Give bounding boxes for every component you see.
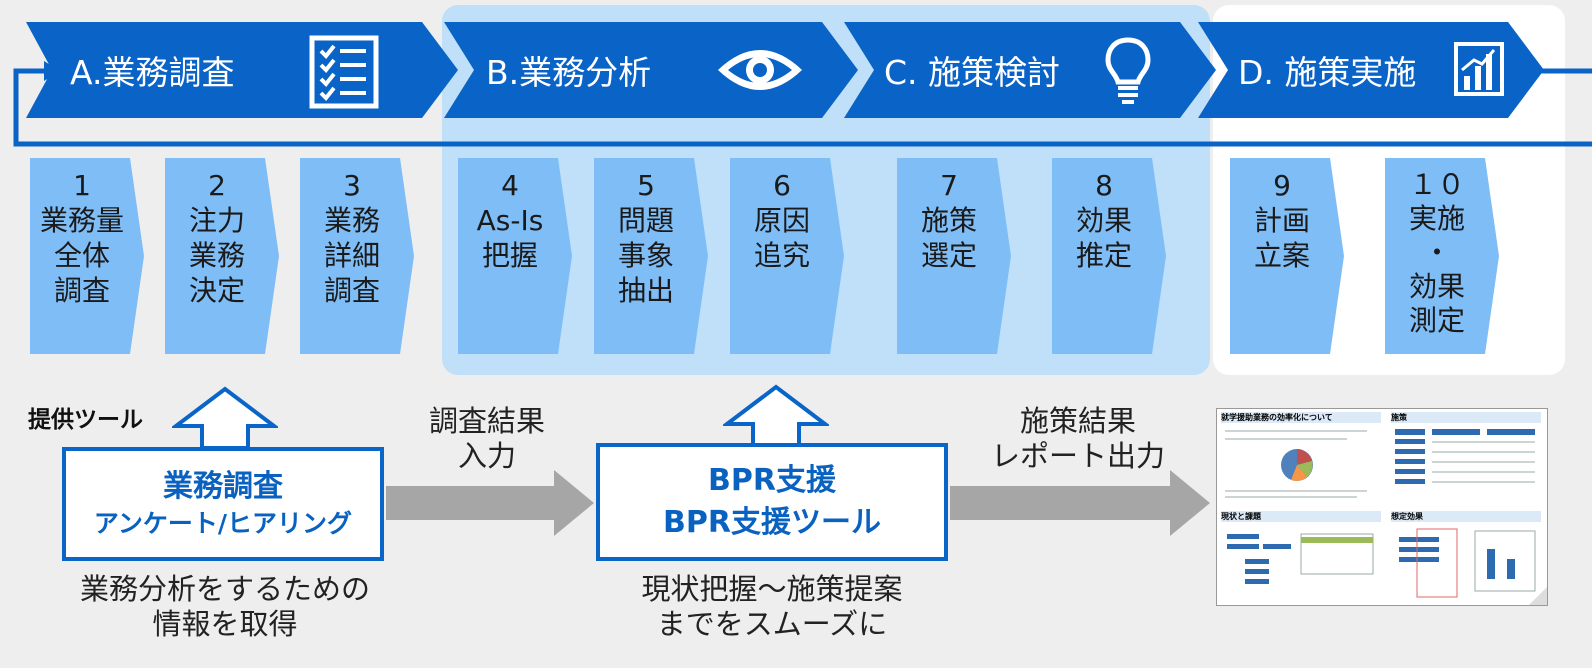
phase-b-label: B.業務分析 — [486, 53, 652, 92]
step-6-label: 6 原因 追究 — [753, 169, 810, 272]
lightbulb-icon — [1105, 37, 1151, 104]
step-9-label: 9 計画 立案 — [1253, 169, 1310, 272]
flow-arrow-input — [386, 470, 594, 536]
step-1: 1 業務量 全体 調査 — [30, 158, 144, 354]
flow-report-label: 施策結果 レポート出力 — [990, 404, 1165, 473]
bpr-tool-box: BPR支援 BPR支援ツール — [596, 443, 948, 561]
step-10-label: １０ 実施 ・ 効果 測定 — [1408, 168, 1465, 337]
report-section-effect: 想定効果 — [1391, 511, 1541, 522]
survey-tool-subtitle: アンケート/ヒアリング — [93, 509, 353, 538]
phase-c-banner: C. 施策検討 — [844, 22, 1216, 118]
step-3: 3 業務 詳細 調査 — [300, 158, 414, 354]
report-title: 就学援助業務の効率化について — [1221, 412, 1381, 423]
step-9: 9 計画 立案 — [1230, 158, 1344, 354]
bpr-tool-title: BPR支援 — [708, 463, 836, 498]
phase-a-banner: A.業務調査 — [26, 22, 458, 118]
step-7: 7 施策 選定 — [897, 158, 1011, 354]
bpr-tool-subtitle: BPR支援ツール — [663, 505, 881, 540]
report-thumbnail-graphics — [1225, 429, 1547, 605]
step-3-label: 3 業務 詳細 調査 — [323, 169, 380, 307]
flow-input-label: 調査結果 入力 — [428, 404, 545, 473]
bar-chart-icon — [1454, 42, 1504, 96]
step-1-label: 1 業務量 全体 調査 — [39, 169, 124, 307]
phase-a-label: A.業務調査 — [70, 53, 235, 92]
step-2-label: 2 注力 業務 決定 — [188, 169, 245, 307]
checklist-icon — [309, 35, 379, 109]
step-6: 6 原因 追究 — [730, 158, 844, 354]
step-8: 8 効果 推定 — [1052, 158, 1166, 354]
flow-arrow-report — [950, 470, 1210, 536]
report-thumbnail: 就学援助業務の効率化について 施策 現状と課題 想定効果 — [1216, 408, 1548, 606]
up-arrow-bpr — [723, 384, 829, 448]
up-arrow-survey — [172, 386, 278, 450]
bpr-caption: 現状把握～施策提案 までをスムーズに — [641, 572, 903, 641]
survey-caption: 業務分析をするための 情報を取得 — [79, 572, 370, 641]
step-4: 4 As-Is 把握 — [458, 158, 572, 354]
step-5-label: 5 問題 事象 抽出 — [617, 169, 674, 307]
step-5: 5 問題 事象 抽出 — [594, 158, 708, 354]
report-section-policy: 施策 — [1391, 412, 1541, 423]
step-7-label: 7 施策 選定 — [920, 169, 977, 272]
tools-label: 提供ツール — [28, 407, 143, 433]
report-section-current: 現状と課題 — [1221, 511, 1381, 522]
phase-b-banner: B.業務分析 — [444, 22, 858, 118]
step-10: １０ 実施 ・ 効果 測定 — [1385, 158, 1499, 354]
step-4-label: 4 As-Is 把握 — [476, 169, 544, 272]
survey-tool-title: 業務調査 — [163, 469, 283, 504]
phase-c-label: C. 施策検討 — [884, 53, 1061, 92]
eye-icon — [718, 50, 802, 90]
step-2: 2 注力 業務 決定 — [165, 158, 279, 354]
step-8-label: 8 効果 推定 — [1075, 169, 1132, 272]
phase-d-banner: D. 施策実施 — [1198, 22, 1544, 118]
phase-d-label: D. 施策実施 — [1238, 53, 1417, 92]
survey-tool-box: 業務調査 アンケート/ヒアリング — [62, 447, 384, 561]
